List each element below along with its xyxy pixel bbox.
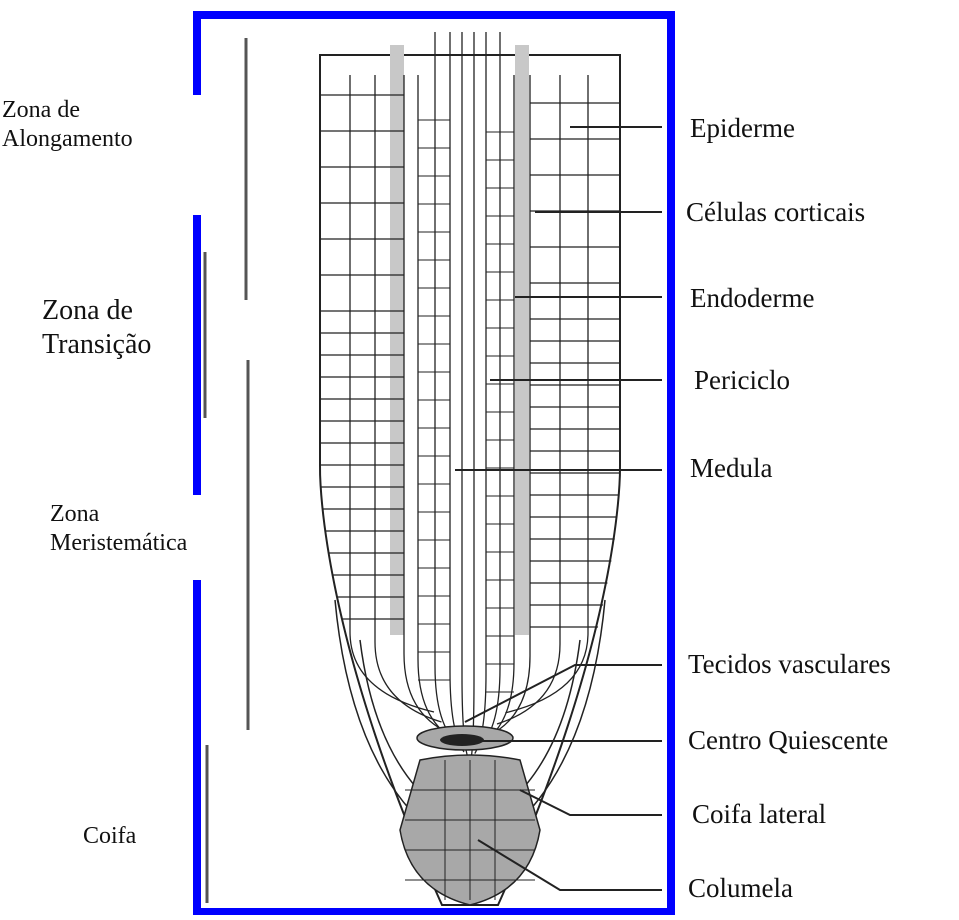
zone-transition-label: Zona de Transição [42, 294, 151, 361]
frame-gap-top [187, 95, 209, 215]
shaded-band-1 [390, 45, 404, 635]
zone-cap-label: Coifa [83, 822, 136, 851]
label-medulla: Medula [690, 452, 772, 484]
zone-meristematic-line1: Zona [50, 500, 187, 529]
zone-meristematic-line2: Meristemática [50, 529, 187, 558]
label-pericycle: Periciclo [694, 364, 790, 396]
label-cortical-cells: Células corticais [686, 196, 865, 228]
label-quiescent-center: Centro Quiescente [688, 724, 888, 756]
label-epidermis: Epiderme [690, 112, 795, 144]
shaded-band-2 [515, 45, 529, 635]
zone-elongation-line1: Zona de [2, 96, 133, 125]
root-body [320, 32, 620, 905]
zone-transition-line1: Zona de [42, 294, 151, 328]
frame-gap-mid [187, 495, 209, 580]
zone-brackets [205, 38, 248, 903]
zone-meristematic-label: Zona Meristemática [50, 500, 187, 558]
zone-transition-line2: Transição [42, 328, 151, 362]
label-lateral-cap: Coifa lateral [692, 798, 826, 830]
zone-elongation-line2: Alongamento [2, 125, 133, 154]
zone-elongation-label: Zona de Alongamento [2, 96, 133, 154]
label-endodermis: Endoderme [690, 282, 814, 314]
label-vascular-tissues: Tecidos vasculares [688, 648, 891, 680]
label-columella: Columela [688, 872, 793, 904]
